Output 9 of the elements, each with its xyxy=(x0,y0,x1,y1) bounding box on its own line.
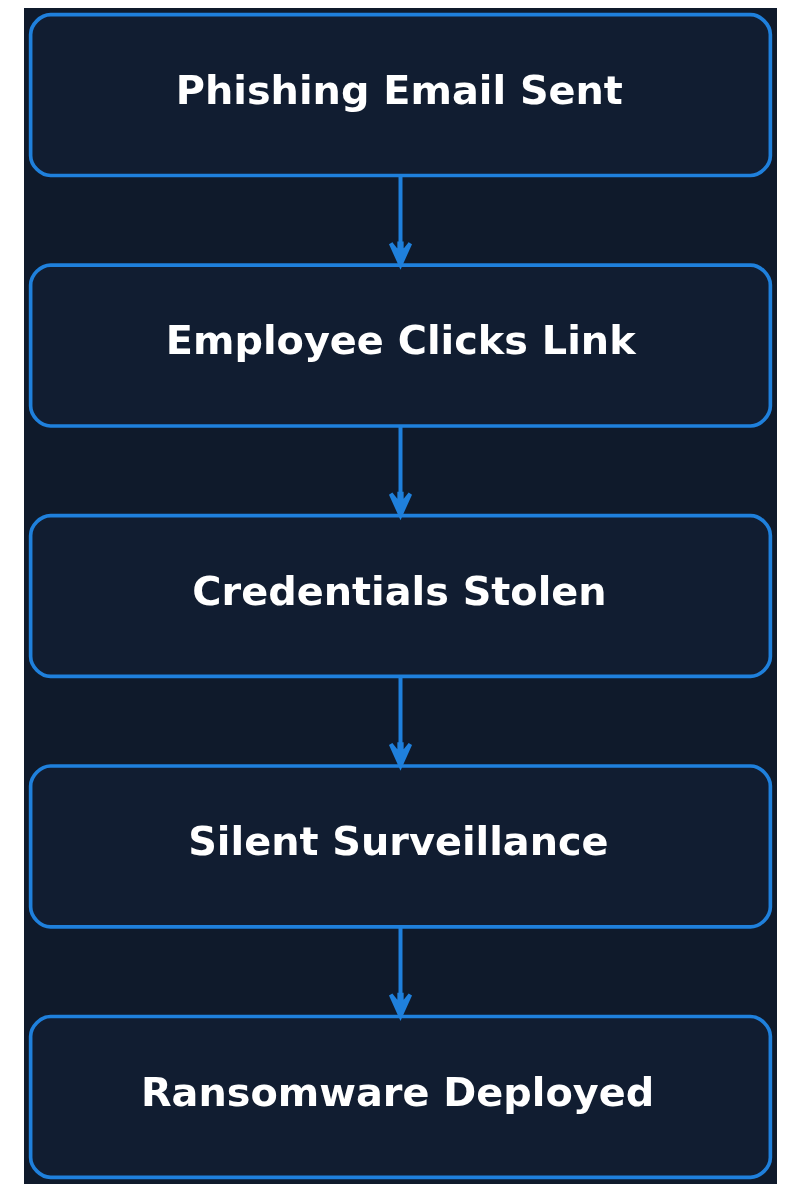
node-box: Employee Clicks Link xyxy=(28,263,772,428)
arrow xyxy=(388,175,412,267)
node-box: Phishing Email Sent xyxy=(28,12,772,178)
node-box: Credentials Stolen xyxy=(28,513,772,679)
arrow xyxy=(388,676,412,768)
arrow xyxy=(388,926,412,1019)
arrow xyxy=(388,426,412,518)
node-box: Silent Surveillance xyxy=(28,764,772,929)
node-box: Ransomware Deployed xyxy=(28,1014,772,1180)
